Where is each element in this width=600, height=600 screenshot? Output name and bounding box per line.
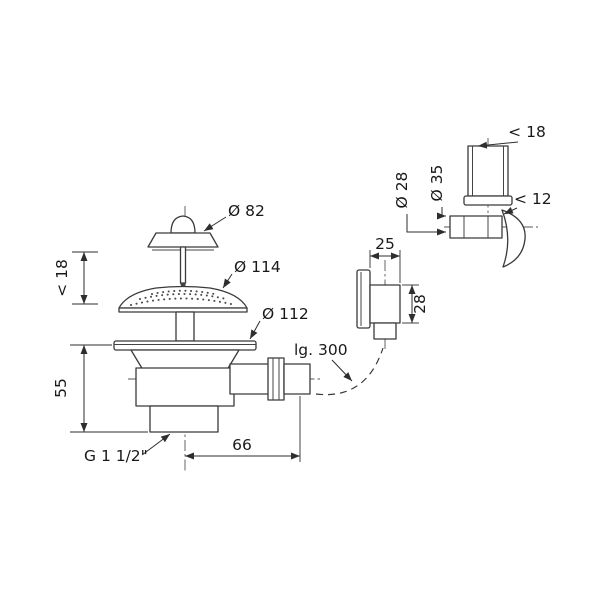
- label-height-28: 28: [411, 294, 429, 314]
- body-cup: [135, 367, 235, 407]
- plug-knurled-disc: [147, 232, 219, 248]
- bottom-threaded-skirt: [149, 405, 219, 433]
- label-dia-35: Ø 35: [428, 165, 446, 202]
- dim-height-55: 55: [52, 344, 148, 433]
- fitting-flange: [356, 269, 371, 329]
- flexible-hose: lg. 300: [294, 341, 384, 396]
- leader-line: [203, 216, 227, 232]
- fitting-body: [369, 284, 401, 324]
- label-height-55: 55: [52, 378, 70, 398]
- overflow-threaded-barrel: [467, 145, 509, 197]
- label-dia-114: Ø 114: [234, 258, 281, 276]
- dim-dia-plug-82: Ø 82: [203, 202, 265, 232]
- overflow-collar: [463, 195, 513, 206]
- overflow-rosette-shell: [501, 209, 526, 268]
- label-hose-length: lg. 300: [294, 341, 348, 359]
- leader-line: [249, 320, 261, 340]
- label-offset-66: 66: [232, 436, 252, 454]
- label-max-deck-18: < 18: [53, 259, 71, 297]
- outlet-threaded-nipple: [283, 363, 311, 395]
- leader-line: [406, 214, 446, 236]
- leader-line: [477, 141, 519, 149]
- dome-perforations-row1: [130, 297, 236, 306]
- leader-line: [141, 433, 171, 456]
- overflow-assembly: < 18 Ø 28 Ø 35 < 12: [393, 123, 552, 268]
- plug-cap: [170, 215, 196, 234]
- strainer-dome: [118, 285, 248, 313]
- dim-width-25: 25: [369, 235, 401, 283]
- dome-perforations-row2: [139, 293, 227, 300]
- label-max-12: < 12: [514, 190, 552, 208]
- label-dia-82: Ø 82: [228, 202, 265, 220]
- dim-max-panel-18: < 18: [477, 123, 546, 149]
- overflow-nut: [449, 215, 503, 239]
- outlet-union-nut: [267, 357, 285, 401]
- leader-line: [331, 359, 353, 382]
- dim-thread-g112: G 1 1/2": [84, 433, 171, 465]
- dim-dia-35: Ø 35: [428, 165, 446, 220]
- fitting-threaded-end: [373, 322, 397, 340]
- leader-line: [222, 273, 233, 289]
- flange-plate: [113, 340, 257, 351]
- leader-line: [437, 207, 446, 220]
- dim-dia-28: Ø 28: [393, 172, 446, 236]
- waste-body: [130, 349, 311, 433]
- body-funnel: [130, 349, 240, 371]
- dim-max-thickness-12: < 12: [503, 190, 552, 215]
- threaded-stem: [175, 311, 195, 342]
- strainer-plug-knob: [147, 215, 219, 291]
- dim-outlet-offset-66: 66: [185, 396, 301, 462]
- outlet-branch: [229, 363, 271, 395]
- label-dia-28: Ø 28: [393, 172, 411, 209]
- label-width-25: 25: [375, 235, 395, 253]
- dome-shell: [118, 285, 248, 309]
- dim-dia-strainer-114: Ø 114: [222, 258, 281, 289]
- flange-assembly: [113, 311, 257, 351]
- label-max-panel-18: < 18: [508, 123, 546, 141]
- wall-fitting: 25 28: [356, 235, 429, 340]
- label-thread-g112: G 1 1/2": [84, 447, 148, 465]
- dim-height-28: 28: [402, 284, 429, 324]
- dim-dia-flange-112: Ø 112: [249, 305, 309, 340]
- dim-max-deck-18: < 18: [53, 251, 98, 305]
- leader-line: [503, 207, 518, 215]
- plug-stem: [179, 246, 187, 284]
- dome-perforations-row3: [151, 289, 215, 295]
- label-dia-112: Ø 112: [262, 305, 309, 323]
